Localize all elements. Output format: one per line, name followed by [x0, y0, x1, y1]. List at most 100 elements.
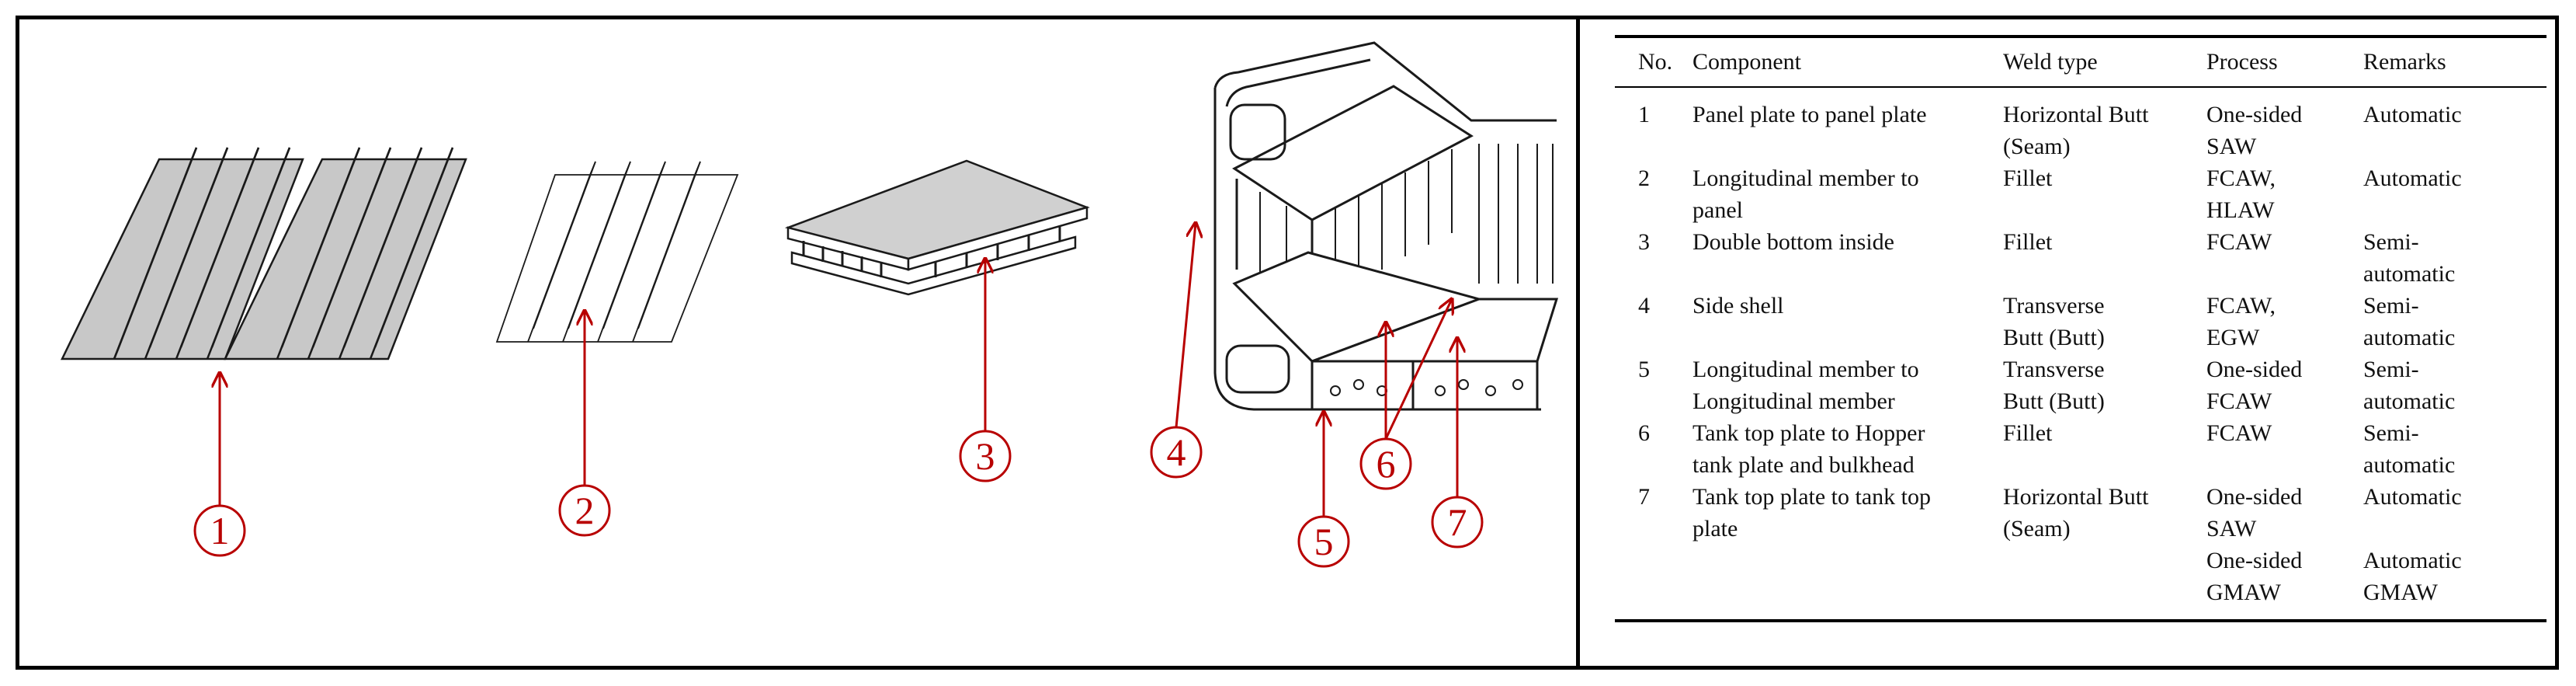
cell-weld-type: Horizontal Butt(Seam) [2003, 481, 2206, 545]
cell-component-line: plate [1692, 516, 1738, 541]
cell-weld-type-line: Transverse [2003, 293, 2105, 319]
cell-process-line: FCAW [2206, 388, 2272, 414]
cell-process-line: FCAW, [2206, 165, 2276, 191]
cell-process-line: HLAW [2206, 197, 2275, 223]
cell-process-line: SAW [2206, 516, 2257, 541]
cell-component-line: Tank top plate to Hopper [1692, 420, 1925, 446]
cell-no [1615, 545, 1692, 608]
cell-component [1692, 545, 2003, 608]
cell-process: FCAW, HLAW [2206, 162, 2363, 226]
cell-remarks-line: automatic [2363, 325, 2456, 350]
cell-remarks-line: Automatic [2363, 548, 2462, 573]
cell-no: 4 [1638, 293, 1650, 319]
weld-diagram: 1 2 3 4 5 6 7 [61, 41, 1559, 568]
cell-process-line: One-sided [2206, 357, 2303, 382]
cell-component-line: Longitudinal member to [1692, 357, 1919, 382]
cell-no: 7 [1638, 484, 1650, 510]
cell-weld-type [2003, 545, 2206, 608]
longitudinal-members-figure [495, 161, 739, 343]
svg-text:6: 6 [1377, 442, 1396, 486]
cell-process-line: One-sided [2206, 548, 2303, 573]
cell-component-line: Side shell [1692, 293, 1784, 319]
cell-remarks-line: Semi- [2363, 420, 2419, 446]
cell-weld-type-line: Butt (Butt) [2003, 388, 2105, 414]
cell-component-line: Double bottom inside [1692, 229, 1894, 255]
figure-frame [16, 16, 2559, 670]
cell-weld-type-line: Horizontal Butt [2003, 484, 2149, 510]
callout-2: 2 [558, 311, 611, 537]
cell-weld-type-line: Horizontal Butt [2003, 102, 2149, 127]
callout-7: 7 [1431, 338, 1484, 548]
callout-4: 4 [1150, 223, 1201, 479]
header-weld-type: Weld type [2003, 49, 2098, 75]
cell-no: 3 [1638, 229, 1650, 255]
cell-weld-type-line: (Seam) [2003, 134, 2071, 159]
panel-divider [1576, 16, 1580, 670]
cell-remarks: Automatic [2363, 99, 2546, 162]
double-bottom-figure [784, 159, 1090, 296]
svg-text:2: 2 [575, 489, 595, 532]
header-process: Process [2206, 49, 2278, 75]
cell-process-line: EGW [2206, 325, 2260, 350]
cell-component-line: Longitudinal member to [1692, 165, 1919, 191]
cell-remarks-line: GMAW [2363, 580, 2438, 605]
callout-1: 1 [193, 373, 246, 557]
cell-weld-type: Fillet [2003, 162, 2206, 226]
cell-remarks-line: Automatic [2363, 102, 2462, 127]
svg-text:4: 4 [1167, 430, 1186, 474]
svg-text:1: 1 [210, 509, 230, 552]
weld-table: No. Component Weld type Process Remarks … [1615, 35, 2546, 622]
cell-remarks: Automatic [2363, 481, 2546, 545]
cell-remarks-line: Automatic [2363, 165, 2462, 191]
header-component: Component [1692, 49, 1801, 75]
header-no: No. [1638, 49, 1673, 75]
cell-weld-type-line: Fillet [2003, 229, 2053, 255]
cell-process-line: One-sided [2206, 484, 2303, 510]
cell-remarks-line: Semi- [2363, 293, 2419, 319]
cell-process: FCAW [2206, 417, 2363, 481]
cell-remarks: Automatic [2363, 162, 2546, 226]
cell-remarks-line: automatic [2363, 388, 2456, 414]
hull-section-figure [1213, 41, 1559, 411]
cell-component-line: Panel plate to panel plate [1692, 102, 1927, 127]
cell-no: 2 [1638, 165, 1650, 191]
cell-weld-type: Horizontal Butt (Seam) [2003, 99, 2206, 162]
cell-remarks: Semi-automatic [2363, 417, 2546, 481]
cell-remarks: Semi-automatic [2363, 226, 2546, 290]
cell-weld-type-line: Fillet [2003, 165, 2053, 191]
callouts: 1 2 3 4 5 6 7 [193, 223, 1484, 568]
table-header-rule [1615, 86, 2546, 88]
cell-component: Longitudinal member to Longitudinal membe… [1692, 353, 2003, 417]
panel-plates-figure [61, 147, 467, 360]
cell-component-line: Longitudinal member [1692, 388, 1895, 414]
cell-no: 1 [1638, 102, 1650, 127]
cell-remarks-line: automatic [2363, 261, 2456, 287]
cell-remarks-line: Automatic [2363, 484, 2462, 510]
cell-process: FCAW, EGW [2206, 290, 2363, 353]
table-bottom-rule [1615, 619, 2546, 622]
cell-process-line: GMAW [2206, 580, 2281, 605]
cell-process-line: FCAW, [2206, 293, 2276, 319]
cell-remarks-line: Semi- [2363, 229, 2419, 255]
cell-no: 6 [1638, 420, 1650, 446]
table-row: 1 Panel plate to panel plate Horizontal Bu… [1615, 99, 2546, 162]
cell-weld-type-line: Transverse [2003, 357, 2105, 382]
cell-weld-type-line: Fillet [2003, 420, 2053, 446]
cell-weld-type: Fillet [2003, 226, 2206, 290]
callout-6: 6 [1359, 299, 1452, 490]
header-remarks: Remarks [2363, 49, 2446, 75]
svg-text:5: 5 [1314, 520, 1334, 563]
